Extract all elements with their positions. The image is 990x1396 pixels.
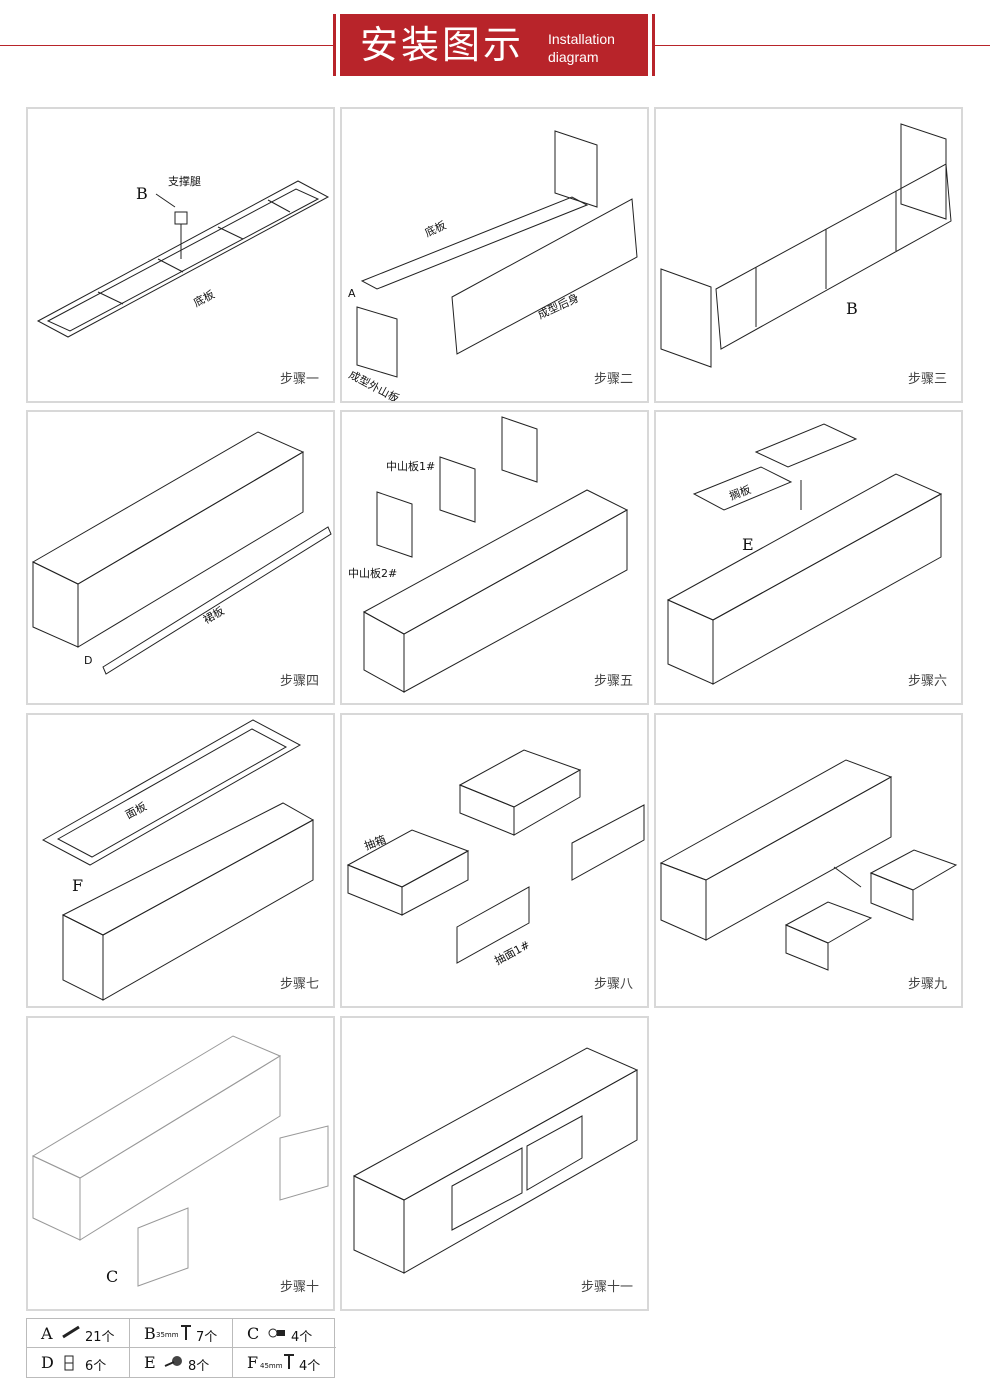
page-title: 安装图示 — [360, 23, 525, 67]
step-label: 步骤十 — [279, 1280, 319, 1295]
step-panel-9: 步骤九 — [654, 713, 963, 1008]
step-panel-3: B 步骤三 — [654, 107, 963, 403]
label-back-panel: 成型后身 — [535, 290, 581, 321]
part-key: B — [144, 1324, 156, 1343]
diagram-step-11 — [352, 1047, 639, 1274]
step-label: 步骤五 — [593, 674, 633, 689]
step-panel-4: 裙板 D 步骤四 — [26, 410, 335, 705]
part-item-d: D 6个 — [27, 1348, 130, 1377]
parts-list: A 21个 B 35mm 7个 C 4个 D 6个 E 8个 F 45mm 4个 — [26, 1318, 336, 1378]
diagram-step-2: 底板 成型后身 成型外山板 A — [347, 130, 638, 401]
part-key: D — [41, 1353, 54, 1372]
label-part-e: E — [742, 535, 754, 554]
part-key: F — [247, 1353, 259, 1372]
bracket-icon — [64, 1355, 74, 1371]
step-label: 步骤四 — [279, 674, 319, 689]
part-item-b: B 35mm 7个 — [130, 1319, 233, 1348]
step-label: 步骤七 — [279, 977, 319, 992]
diagram-step-10: C — [31, 1035, 329, 1287]
diagram-step-5: 中山板1# 中山板2# — [348, 416, 629, 693]
step-panel-6: 搁板 E 步骤六 — [654, 410, 963, 705]
diagram-step-9 — [659, 759, 958, 971]
step-panel-7: 面板 F 步骤七 — [26, 713, 335, 1008]
step-label: 步骤二 — [593, 372, 633, 387]
part-key: A — [41, 1324, 53, 1343]
part-size: 35mm — [156, 1331, 179, 1339]
header-banner: 安装图示 Installation diagram — [333, 14, 655, 76]
part-item-c: C 4个 — [233, 1319, 336, 1348]
part-size: 45mm — [260, 1362, 283, 1370]
label-part-b: B — [136, 184, 148, 203]
step-panel-8: 抽箱 抽面1# 步骤八 — [340, 713, 649, 1008]
label-bottom-board: 底板 — [191, 287, 217, 310]
subtitle-line2: diagram — [548, 49, 599, 65]
step-panel-1: 支撑腿 底板 B 步骤一 — [26, 107, 335, 403]
label-drawer-box: 抽箱 — [362, 832, 387, 853]
banner-box: 安装图示 Installation diagram — [340, 14, 648, 76]
diagram-step-4: 裙板 D — [31, 431, 332, 675]
step-label: 步骤八 — [593, 977, 633, 992]
part-item-e: E 8个 — [130, 1348, 233, 1377]
page-subtitle: Installation diagram — [548, 30, 615, 66]
step-panel-10: C 步骤十 — [26, 1016, 335, 1311]
diagram-step-6: 搁板 E — [666, 423, 943, 685]
label-part-f: F — [72, 876, 83, 895]
label-support-leg: 支撑腿 — [168, 174, 201, 188]
banner-bar-left — [333, 14, 336, 76]
part-qty: 8个 — [188, 1359, 210, 1374]
part-qty: 6个 — [85, 1359, 107, 1374]
dowel-icon — [62, 1325, 80, 1339]
part-qty: 4个 — [299, 1359, 321, 1374]
cam-lock-icon — [164, 1356, 182, 1367]
label-part-b: B — [846, 299, 858, 318]
label-drawer-front: 抽面1# — [492, 937, 532, 967]
part-key: C — [247, 1324, 260, 1343]
part-key: E — [144, 1353, 156, 1372]
label-part-a: A — [348, 287, 356, 300]
subtitle-line1: Installation — [548, 31, 615, 47]
step-label: 步骤三 — [907, 372, 947, 387]
step-label: 步骤十一 — [580, 1280, 633, 1295]
step-panel-2: 底板 成型后身 成型外山板 A 步骤二 — [340, 107, 649, 403]
diagram-step-7: 面板 F — [41, 719, 315, 1001]
diagram-step-3: B — [660, 123, 952, 368]
part-item-a: A 21个 — [27, 1319, 130, 1348]
part-qty: 7个 — [196, 1330, 218, 1345]
header-rule-left — [0, 45, 333, 46]
step-panel-11: 步骤十一 — [340, 1016, 649, 1311]
label-part-c: C — [106, 1267, 118, 1286]
screw-icon — [181, 1325, 191, 1340]
diagram-step-8: 抽箱 抽面1# — [346, 749, 645, 968]
part-qty: 4个 — [291, 1330, 313, 1345]
screw-icon — [284, 1354, 294, 1369]
label-middle-panel-2: 中山板2# — [348, 566, 397, 580]
label-part-d: D — [84, 654, 92, 667]
part-item-f: F 45mm 4个 — [233, 1348, 336, 1377]
label-side-panel: 成型外山板 — [347, 367, 402, 401]
header-rule-right — [655, 45, 990, 46]
label-top-panel: 面板 — [123, 799, 149, 822]
step-panel-5: 中山板1# 中山板2# 步骤五 — [340, 410, 649, 705]
label-middle-panel-1: 中山板1# — [386, 459, 435, 473]
label-bottom-board: 底板 — [422, 218, 448, 240]
banner-bar-right — [652, 14, 655, 76]
diagram-step-1: 支撑腿 底板 B — [36, 174, 330, 338]
hinge-icon — [268, 1328, 285, 1338]
step-label: 步骤六 — [907, 674, 947, 689]
part-qty: 21个 — [85, 1330, 115, 1345]
step-label: 步骤九 — [907, 977, 947, 992]
step-label: 步骤一 — [279, 372, 319, 387]
